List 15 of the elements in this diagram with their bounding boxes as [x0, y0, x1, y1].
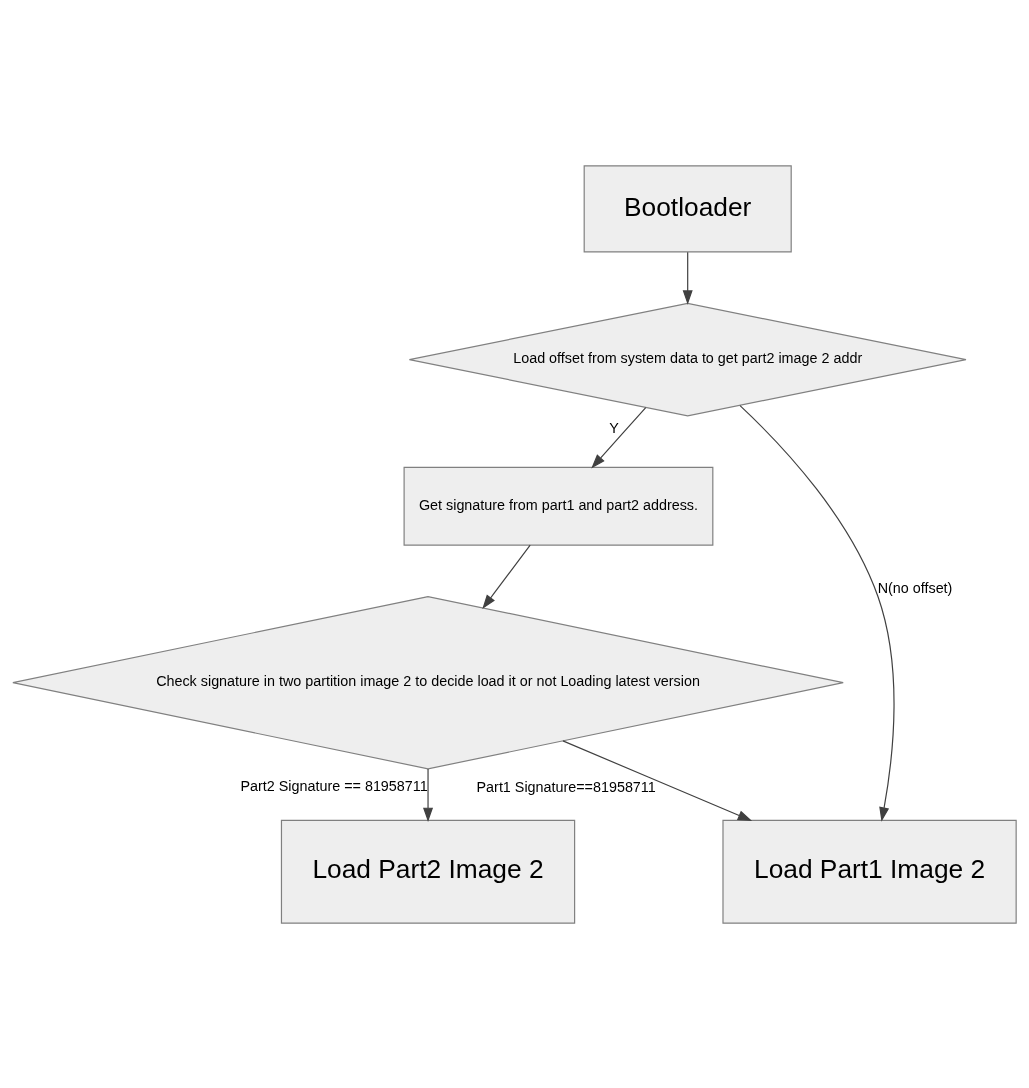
node-box: Load Part1 Image 2	[722, 819, 1017, 924]
arrow	[682, 251, 693, 305]
edge-label: N(no offset)	[877, 579, 953, 596]
edge-label: Part1 Signature==81958711	[476, 778, 656, 795]
edge-label: Y	[609, 419, 619, 436]
arrow	[423, 767, 434, 822]
node-box: Bootloader	[583, 164, 792, 253]
arrow	[591, 406, 647, 468]
arrow	[482, 544, 531, 609]
arrow	[562, 739, 753, 821]
node-box: Get signature from part1 and part2 address.	[403, 466, 714, 546]
edge-label: Part2 Signature == 81958711	[240, 777, 428, 794]
node-box: Load Part2 Image 2	[280, 819, 576, 924]
arrow	[739, 404, 895, 822]
node-diamond: Load offset from system data to get part2 image 2 addr	[408, 302, 967, 416]
